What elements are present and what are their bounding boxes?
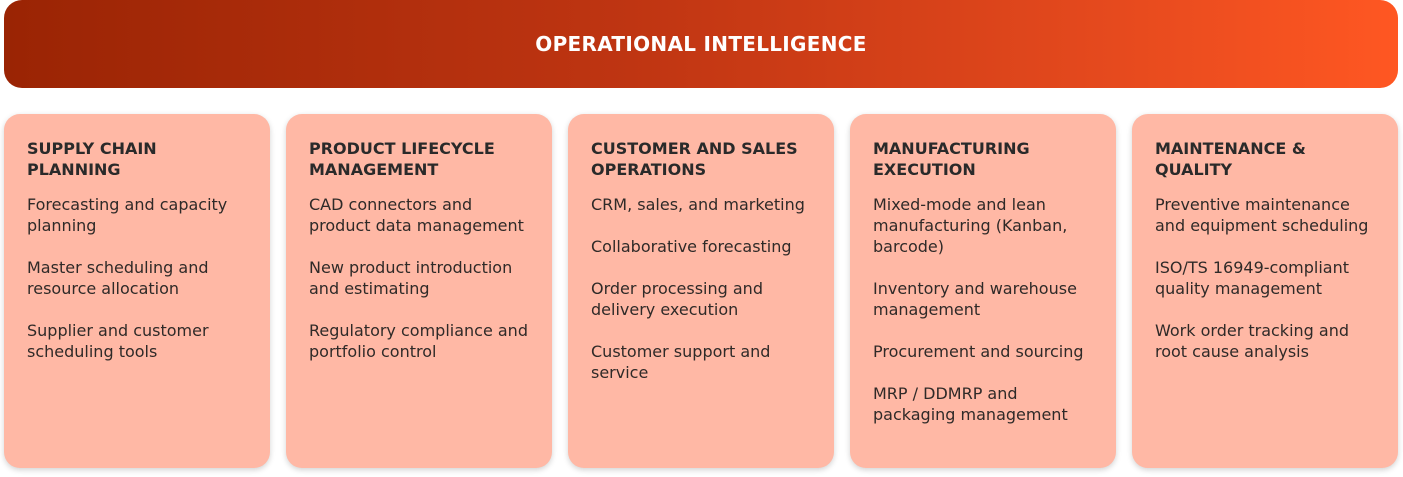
card-item: Customer support and service: [591, 342, 771, 382]
card-items: CRM, sales, and marketing Collaborative …: [591, 194, 816, 383]
card-title: CUSTOMER AND SALES OPERATIONS: [591, 139, 798, 179]
card-customer-and-sales-operations: CUSTOMER AND SALES OPERATIONS CRM, sales…: [568, 114, 834, 468]
card-item: Order processing and delivery execution: [591, 279, 763, 319]
card-item: ISO/TS 16949-compliant quality managemen…: [1155, 258, 1349, 298]
card-item: CRM, sales, and marketing: [591, 195, 805, 214]
card-title: MANUFACTURING EXECUTION: [873, 139, 1030, 179]
card-item: Supplier and customer scheduling tools: [27, 321, 209, 361]
card-item: Inventory and warehouse management: [873, 279, 1077, 319]
card-items: CAD connectors and product data manageme…: [309, 194, 534, 362]
card-item: CAD connectors and product data manageme…: [309, 195, 524, 235]
card-item: New product introduction and estimating: [309, 258, 513, 298]
card-item: Forecasting and capacity planning: [27, 195, 228, 235]
card-manufacturing-execution: MANUFACTURING EXECUTION Mixed-mode and l…: [850, 114, 1116, 468]
card-item: Work order tracking and root cause analy…: [1155, 321, 1349, 361]
card-title: PRODUCT LIFECYCLE MANAGEMENT: [309, 139, 495, 179]
card-item: Procurement and sourcing: [873, 342, 1084, 361]
card-item: MRP / DDMRP and packaging management: [873, 384, 1068, 424]
card-title: SUPPLY CHAIN PLANNING: [27, 139, 157, 179]
card-item: Mixed-mode and lean manufacturing (Kanba…: [873, 195, 1068, 256]
card-product-lifecycle-management: PRODUCT LIFECYCLE MANAGEMENT CAD connect…: [286, 114, 552, 468]
card-supply-chain-planning: SUPPLY CHAIN PLANNING Forecasting and ca…: [4, 114, 270, 468]
operational-intelligence-banner: OPERATIONAL INTELLIGENCE: [4, 0, 1398, 88]
card-item: Regulatory compliance and portfolio cont…: [309, 321, 528, 361]
banner-title: OPERATIONAL INTELLIGENCE: [535, 32, 867, 56]
card-items: Preventive maintenance and equipment sch…: [1155, 194, 1380, 362]
card-item: Preventive maintenance and equipment sch…: [1155, 195, 1369, 235]
card-items: Mixed-mode and lean manufacturing (Kanba…: [873, 194, 1098, 425]
card-item: Collaborative forecasting: [591, 237, 792, 256]
card-maintenance-and-quality: MAINTENANCE & QUALITY Preventive mainten…: [1132, 114, 1398, 468]
category-cards: SUPPLY CHAIN PLANNING Forecasting and ca…: [4, 114, 1398, 468]
card-items: Forecasting and capacity planning Master…: [27, 194, 252, 362]
card-title: MAINTENANCE & QUALITY: [1155, 139, 1306, 179]
card-item: Master scheduling and resource allocatio…: [27, 258, 209, 298]
